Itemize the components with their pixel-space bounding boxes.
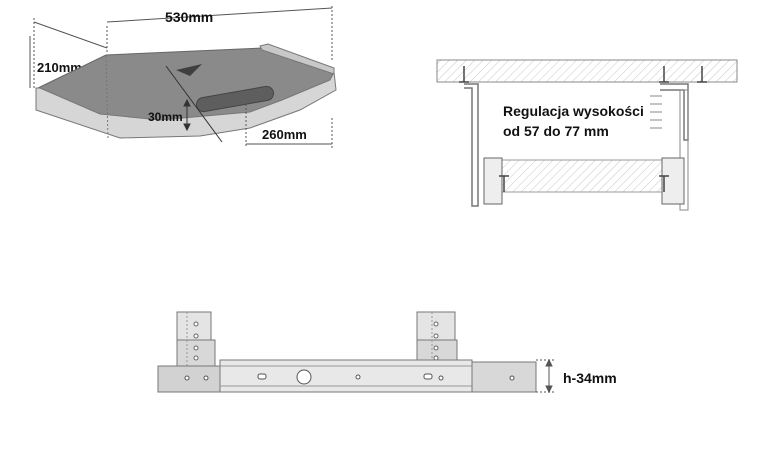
slide-rail-view: h-34mm [157, 311, 617, 394]
right-bracket [660, 83, 689, 141]
adjustment-note-line1: Regulacja wysokości [503, 103, 644, 119]
right-slider [661, 157, 685, 205]
depth-label: 210mm [37, 60, 82, 75]
rail-height-dimension [536, 358, 556, 394]
height-dimension [183, 98, 191, 132]
inner-rail [471, 361, 537, 393]
adjustment-note-line2: od 57 do 77 mm [503, 123, 609, 139]
screw-icons [459, 66, 707, 192]
tray-plate [485, 159, 665, 193]
tray-back-lip [259, 43, 335, 75]
left-slider [483, 157, 503, 205]
rail-holes [184, 369, 515, 385]
center-axis [165, 65, 223, 143]
outer-rail [157, 365, 221, 393]
width-label: 530mm [165, 9, 213, 25]
brand-triangle-icon [176, 64, 202, 76]
left-mount-lower [176, 339, 216, 367]
mount-holes [193, 321, 439, 361]
tray-handle-groove [195, 85, 275, 113]
width-dimension [33, 6, 333, 60]
desk-plate [436, 59, 738, 83]
height-label: 30mm [148, 110, 183, 124]
depth-dimension [29, 30, 35, 90]
left-bracket [464, 83, 479, 207]
extension-dimension [245, 104, 333, 148]
height-adjustment-section: Regulacja wysokości od 57 do 77 mm [436, 59, 738, 211]
keyboard-tray-view: 530mm 210mm 30mm 26 [29, 6, 337, 148]
extension-label: 260mm [262, 127, 307, 142]
rail-height-label: h-34mm [563, 370, 617, 386]
adjustment-holes [650, 95, 662, 129]
